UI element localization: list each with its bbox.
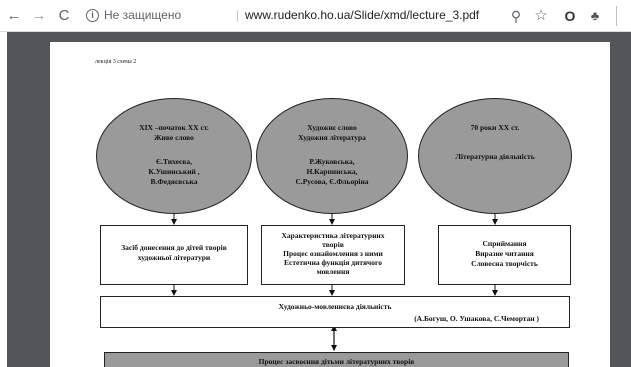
viewer-background-left: [7, 32, 50, 367]
box-text: мовлення: [316, 267, 350, 276]
ellipse-text: 70 роки XX ст.: [470, 123, 520, 132]
extension-icon[interactable]: ♣: [590, 8, 600, 23]
connector-lines: [171, 214, 498, 351]
info-icon[interactable]: i: [86, 9, 99, 22]
ellipse-artistic-word: Художнє слово Художня література Р.Жуков…: [256, 98, 408, 214]
back-arrow-icon[interactable]: ←: [6, 7, 22, 24]
url-text[interactable]: www.rudenko.ho.ua/Slide/xmd/lecture_3.pd…: [245, 8, 480, 22]
box-text: Засіб донесення до дітей творів: [121, 243, 227, 252]
toolbar-divider: [616, 6, 617, 26]
box-text: Сприймання: [482, 239, 527, 248]
viewer-background-right[interactable]: [610, 32, 631, 367]
box-text: Виразне читання: [475, 249, 534, 258]
reload-icon[interactable]: C: [58, 7, 70, 24]
box-means-of-conveying: Засіб донесення до дітей творів художньо…: [100, 225, 248, 285]
box-perception: Сприймання Виразне читання Словесна твор…: [438, 225, 571, 285]
pdf-viewer: лекція 3 схема 2 XIX –початок XX ст. Жив…: [0, 32, 631, 367]
address-bar[interactable]: i Не защищено | www.rudenko.ho.ua/Slide/…: [82, 5, 566, 27]
ellipse-text: Р.Жуковська,: [309, 157, 355, 166]
ellipse-text: В.Федяєвська: [150, 177, 198, 186]
box-speech-activity: Художньо-мовленнєва діяльність (А.Богуш,…: [100, 296, 570, 328]
box-text: Словесна творчість: [471, 259, 538, 268]
ellipse-text: Живе слово: [154, 133, 194, 142]
browser-toolbar: ← → C i Не защищено | www.rudenko.ho.ua/…: [0, 0, 631, 32]
security-label[interactable]: Не защищено: [104, 8, 182, 22]
box-text: художньої літератури: [137, 253, 211, 262]
box-text: Естетична функція дитячого: [284, 258, 382, 267]
extension-opera-icon[interactable]: O: [564, 8, 576, 24]
box-text: Характеристика літературних: [281, 231, 385, 240]
ellipse-text: Літературна діяльність: [455, 152, 535, 161]
page-header: лекція 3 схема 2: [95, 59, 137, 65]
speech-activity-title: Художньо-мовленнєва діяльність: [278, 302, 392, 311]
box-text: Процес ознайомлення з ними: [283, 249, 383, 258]
ellipse-literary-activity: 70 роки XX ст. Літературна діяльність: [418, 98, 572, 214]
box-characteristics: Характеристика літературних творів Проце…: [261, 225, 405, 285]
ellipse-text: Художня література: [298, 133, 366, 142]
ellipse-text: Є.Тихеєва,: [156, 157, 192, 166]
viewer-background-top: [7, 32, 631, 42]
zoom-icon[interactable]: ⚲: [510, 8, 522, 24]
speech-activity-authors: (А.Богуш, О. Ушакова, С.Чемортан ): [414, 314, 539, 323]
ellipse-text: С.Русова, Є.Фльоріна: [295, 177, 369, 186]
ellipse-text: К.Ушинський ,: [148, 167, 200, 176]
ellipse-text: Н.Карпинська,: [306, 167, 358, 176]
box-assimilation-process: Процес засвоєння дітьми літературних тво…: [104, 352, 569, 367]
box-text: творів: [322, 240, 344, 249]
pdf-page: лекція 3 схема 2 XIX –початок XX ст. Жив…: [50, 42, 610, 367]
ellipse-text: XIX –початок XX ст.: [139, 123, 209, 132]
bookmark-star-icon[interactable]: ☆: [534, 7, 548, 24]
address-separator: |: [236, 8, 240, 22]
ellipse-text: Художнє слово: [307, 123, 357, 132]
ellipse-live-word: XIX –початок XX ст. Живе слово Є.Тихеєва…: [96, 98, 252, 214]
forward-arrow-icon[interactable]: →: [31, 7, 47, 24]
